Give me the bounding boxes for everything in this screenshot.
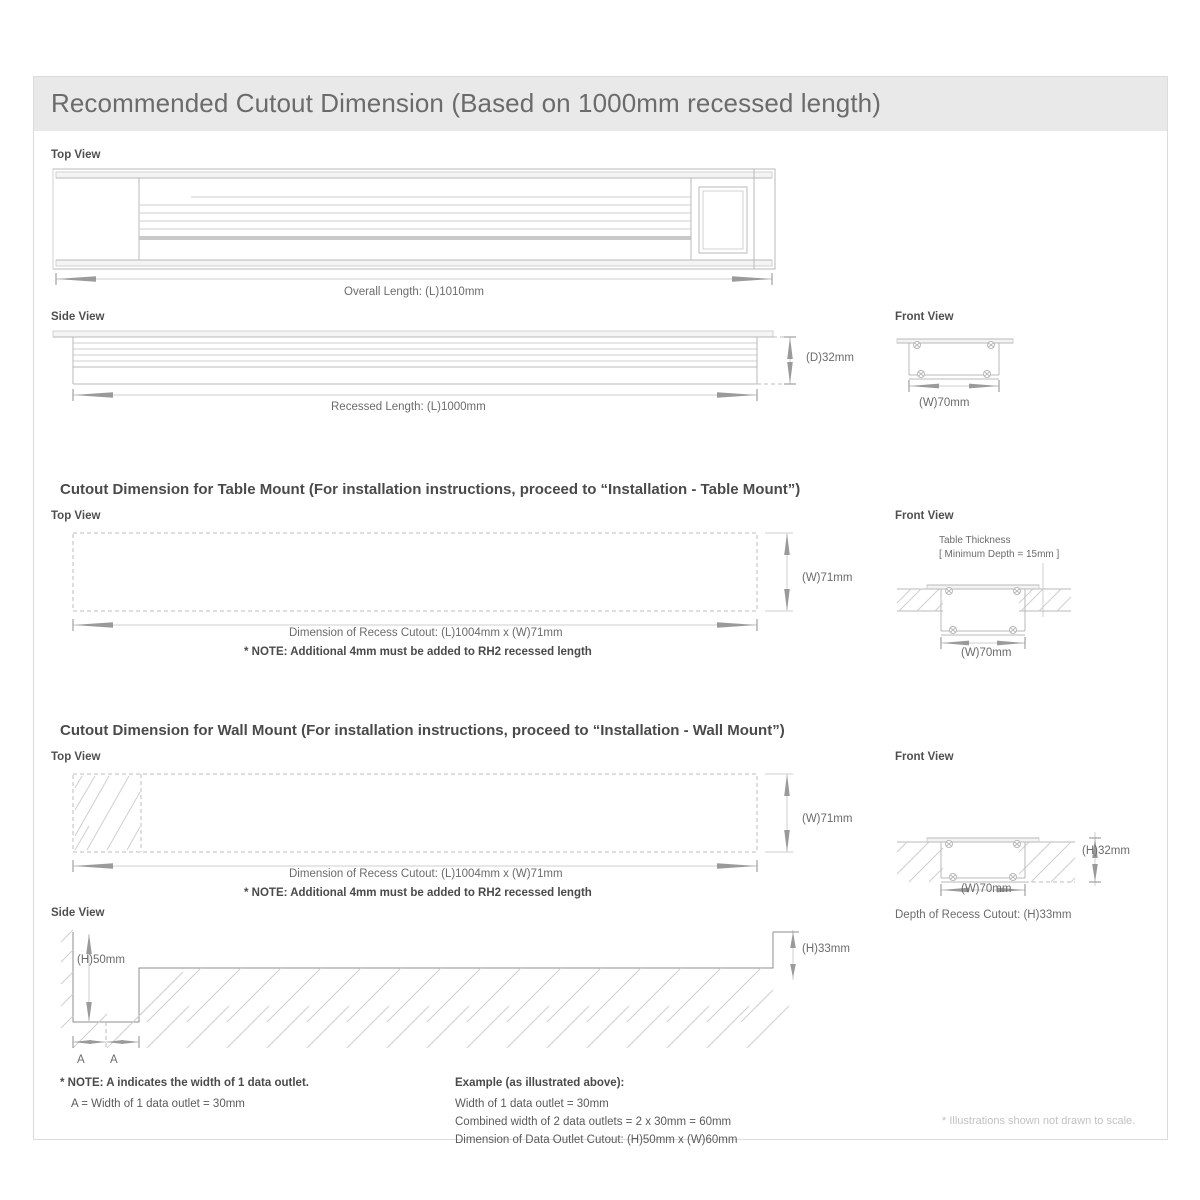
- table-mount-heading: Cutout Dimension for Table Mount (For in…: [60, 481, 801, 498]
- example-line-1: Width of 1 data outlet = 30mm: [455, 1098, 609, 1110]
- top-view-label-table: Top View: [51, 510, 101, 522]
- table-front-view-drawing: [896, 563, 1072, 649]
- table-top-view-drawing: [72, 532, 793, 631]
- side-height-50-text: (H)50mm: [77, 954, 125, 966]
- product-side-view-drawing: [52, 330, 796, 385]
- overall-length-text: Overall Length: (L)1010mm: [344, 286, 484, 298]
- marker-a-left: A: [77, 1054, 85, 1066]
- table-thickness-line1: Table Thickness: [939, 535, 1011, 546]
- wall-side-view-drawing: [60, 929, 799, 1049]
- recessed-length-dimension: [72, 389, 758, 401]
- overall-length-dimension: [55, 273, 773, 285]
- top-view-label-product: Top View: [51, 149, 101, 161]
- table-width-dim-text: (W)71mm: [802, 572, 853, 584]
- front-view-label-product: Front View: [895, 311, 954, 323]
- example-line-3: Dimension of Data Outlet Cutout: (H)50mm…: [455, 1134, 738, 1146]
- top-view-label-wall: Top View: [51, 751, 101, 763]
- example-title: Example (as illustrated above):: [455, 1077, 625, 1089]
- wall-width-dim-text: (W)71mm: [802, 813, 853, 825]
- marker-a-right: A: [110, 1054, 118, 1066]
- wall-front-view-drawing: [896, 832, 1101, 896]
- depth-of-recess-text: Depth of Recess Cutout: (H)33mm: [895, 909, 1072, 921]
- product-front-view-drawing: [896, 338, 1014, 392]
- table-front-width-text: (W)70mm: [961, 647, 1012, 659]
- side-view-label-product: Side View: [51, 311, 105, 323]
- note-line: A = Width of 1 data outlet = 30mm: [71, 1098, 245, 1110]
- page-title: Recommended Cutout Dimension (Based on 1…: [51, 88, 881, 118]
- table-recess-cutout-text: Dimension of Recess Cutout: (L)1004mm x …: [289, 627, 563, 639]
- front-view-label-wall: Front View: [895, 751, 954, 763]
- table-note-text: * NOTE: Additional 4mm must be added to …: [244, 646, 592, 658]
- wall-top-view-drawing: [72, 773, 793, 872]
- wall-mount-heading: Cutout Dimension for Wall Mount (For ins…: [60, 722, 785, 739]
- side-view-label-wall: Side View: [51, 907, 105, 919]
- front-view-label-table: Front View: [895, 510, 954, 522]
- spec-card: Recommended Cutout Dimension (Based on 1…: [33, 76, 1168, 1146]
- table-thickness-line2: [ Minimum Depth = 15mm ]: [939, 549, 1060, 560]
- wall-front-height-text: (H)32mm: [1082, 845, 1130, 857]
- note-title: * NOTE: A indicates the width of 1 data …: [60, 1077, 309, 1089]
- footer-disclaimer: * Illustrations shown not drawn to scale…: [942, 1115, 1136, 1127]
- recessed-length-text: Recessed Length: (L)1000mm: [331, 401, 486, 413]
- card-header-band: [34, 77, 1167, 131]
- front-width-text-product: (W)70mm: [919, 397, 970, 409]
- wall-front-width-text: (W)70mm: [961, 883, 1012, 895]
- side-depth-33-text: (H)33mm: [802, 943, 850, 955]
- depth-dimension-text: (D)32mm: [806, 352, 854, 364]
- example-line-2: Combined width of 2 data outlets = 2 x 3…: [455, 1116, 732, 1128]
- wall-note-text: * NOTE: Additional 4mm must be added to …: [244, 887, 592, 899]
- wall-recess-cutout-text: Dimension of Recess Cutout: (L)1004mm x …: [289, 868, 563, 880]
- product-top-view-drawing: [52, 168, 776, 270]
